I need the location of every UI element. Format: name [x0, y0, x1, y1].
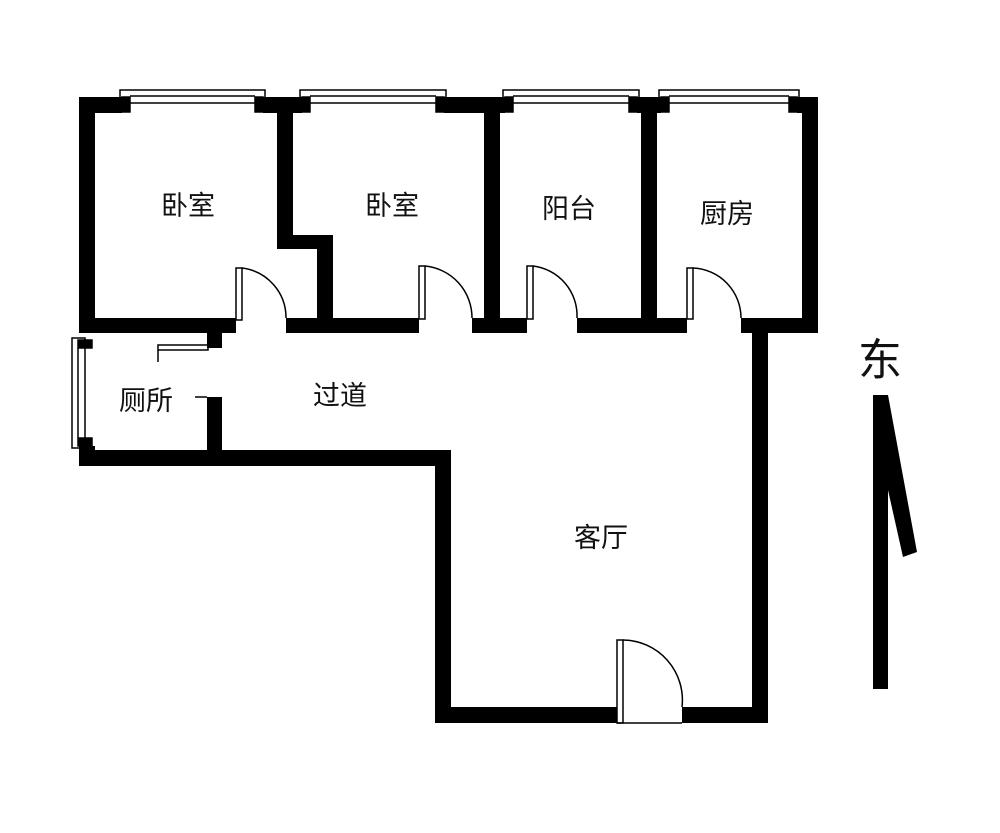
room-label-kitchen: 厨房	[700, 199, 754, 230]
door-balcony	[526, 265, 578, 320]
window-bedroom-1	[119, 89, 266, 113]
room-label-bedroom-2: 卧室	[365, 191, 419, 222]
door-kitchen	[686, 267, 742, 320]
compass-label: 东	[858, 335, 902, 386]
window-toilet	[71, 337, 93, 449]
room-label-living-room: 客厅	[574, 523, 628, 554]
walls	[79, 97, 818, 723]
room-label-balcony: 阳台	[542, 194, 596, 225]
room-label-toilet: 厕所	[119, 386, 173, 417]
room-label-corridor: 过道	[313, 381, 367, 412]
door-bedroom-2	[418, 265, 473, 320]
north-arrow-icon	[873, 395, 917, 689]
door-toilet	[157, 344, 209, 398]
door-bedroom-1	[235, 267, 287, 321]
compass: 东	[858, 335, 917, 689]
room-label-bedroom-1: 卧室	[161, 191, 215, 222]
window-balcony	[502, 89, 640, 113]
door-entrance	[616, 639, 684, 724]
